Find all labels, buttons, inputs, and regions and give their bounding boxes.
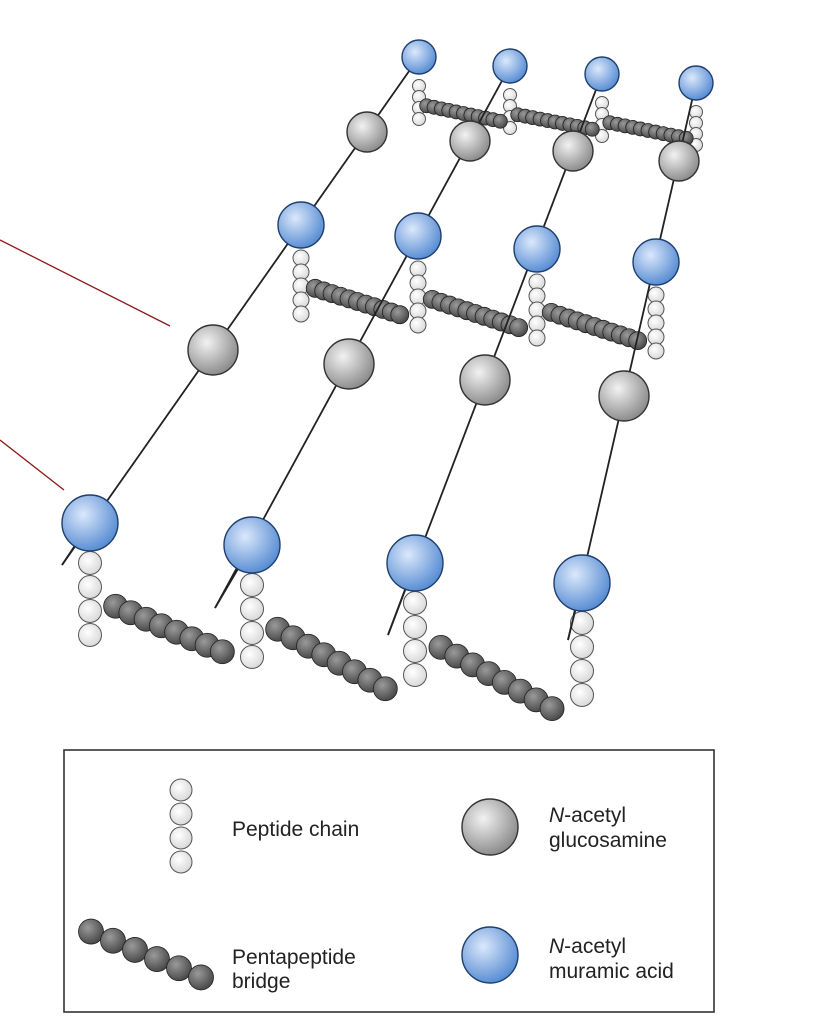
peptide-bead xyxy=(403,639,427,663)
peptide-bead xyxy=(240,645,264,669)
peptide-bead xyxy=(292,305,310,323)
legend-bridge-label: Pentapeptide bridge xyxy=(232,946,362,993)
bridge-bead xyxy=(78,918,104,945)
nam-sphere xyxy=(513,225,561,273)
pointer-line-nag xyxy=(0,239,171,327)
peptide-bead xyxy=(528,329,546,347)
peptide-bead xyxy=(403,615,427,639)
peptide-bead xyxy=(78,551,102,575)
legend-nam-label: N-acetyl muramic acid xyxy=(549,935,674,983)
bridge-bead xyxy=(166,955,192,982)
bridge-bead xyxy=(209,639,235,665)
peptide-bead xyxy=(403,591,427,615)
nam-sphere xyxy=(632,238,680,286)
peptidoglycan-lattice xyxy=(61,39,714,722)
bridge-bead xyxy=(584,121,600,137)
nam-sphere xyxy=(678,65,714,101)
nam-sphere xyxy=(394,212,442,260)
bridge-bead xyxy=(390,305,410,325)
nag-sphere xyxy=(658,140,700,182)
peptide-bead xyxy=(240,597,264,621)
nag-sphere xyxy=(459,354,511,406)
dark-bead-chain-icon xyxy=(78,918,214,991)
peptide-bead xyxy=(169,802,193,826)
nag-sphere xyxy=(187,324,239,376)
peptide-bead xyxy=(647,342,665,360)
bridge-bead xyxy=(492,113,508,129)
pointer-line-nam xyxy=(0,439,65,491)
nag-sphere xyxy=(598,370,650,422)
peptide-bead xyxy=(570,635,594,659)
legend-nag-label: N-acetyl glucosamine xyxy=(549,804,667,852)
white-bead-chain-icon xyxy=(169,778,193,874)
nam-sphere xyxy=(386,534,444,592)
peptide-bead xyxy=(409,316,427,334)
peptide-bead xyxy=(412,112,426,126)
legend-peptide-chain-label: Peptide chain xyxy=(232,818,359,841)
bridge-bead xyxy=(122,937,148,963)
peptide-bead xyxy=(240,621,264,645)
nam-sphere xyxy=(553,554,611,612)
bridge-bead xyxy=(539,696,565,722)
blue-sphere xyxy=(461,926,519,984)
peptide-bead xyxy=(78,599,102,623)
bridge-bead xyxy=(509,318,529,337)
nag-sphere xyxy=(323,338,375,390)
peptide-bead xyxy=(78,623,102,647)
nag-sphere xyxy=(346,111,388,153)
legend: Peptide chain N-acetyl glucosamine Penta… xyxy=(63,749,715,1013)
peptide-bead xyxy=(78,575,102,599)
nam-sphere xyxy=(492,48,528,84)
nam-sphere xyxy=(584,56,620,92)
peptide-bead xyxy=(169,826,193,850)
grey-sphere-icon xyxy=(461,798,519,856)
bridge-bead xyxy=(188,964,214,991)
bridge-bead xyxy=(100,927,126,954)
blue-sphere-icon xyxy=(461,926,519,984)
peptide-bead xyxy=(169,850,193,874)
peptide-bead xyxy=(403,663,427,687)
nam-sphere xyxy=(223,516,281,574)
nam-sphere xyxy=(277,201,325,249)
nam-sphere xyxy=(401,39,437,75)
nag-sphere xyxy=(449,120,491,162)
peptide-bead xyxy=(240,573,264,597)
peptide-bead xyxy=(570,659,594,683)
nag-sphere xyxy=(552,130,594,172)
pointer-lines xyxy=(0,239,171,491)
peptide-bead xyxy=(570,683,594,707)
bridge-bead xyxy=(144,946,170,972)
peptide-bead xyxy=(169,778,193,802)
grey-sphere xyxy=(461,798,519,856)
nam-sphere xyxy=(61,494,119,552)
bridge-bead xyxy=(372,676,398,702)
